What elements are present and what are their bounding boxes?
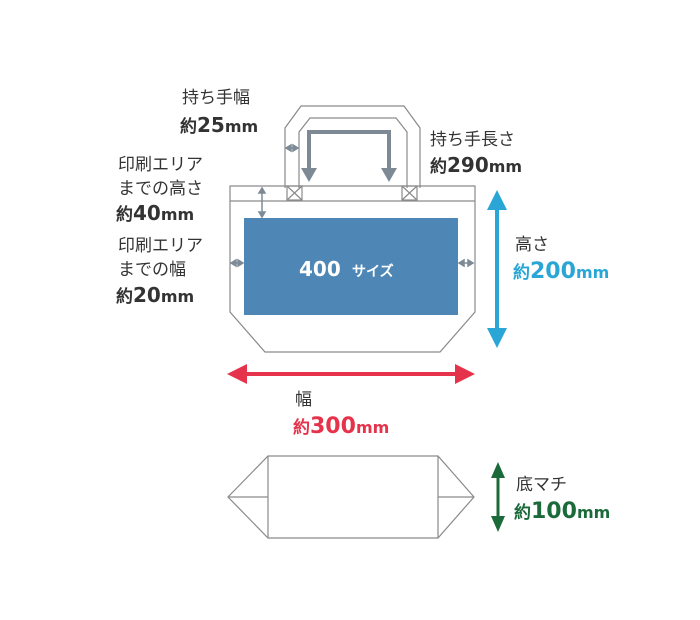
print-top-margin-label-2: までの高さ — [118, 179, 203, 199]
gusset-label: 底マチ — [516, 475, 567, 495]
print-top-margin-value: 約40mm — [116, 201, 194, 225]
handle-inner — [298, 117, 408, 188]
gray-markers — [229, 143, 475, 268]
print-top-margin-label-1: 印刷エリア — [118, 155, 203, 175]
print-side-margin-label-1: 印刷エリア — [118, 236, 203, 256]
handle-width-value: 約25mm — [180, 113, 258, 137]
handle-width-label: 持ち手幅 — [182, 88, 250, 108]
width-value: 約300mm — [293, 414, 389, 439]
print-area-size-suffix: サイズ — [352, 263, 394, 280]
width-arrow — [227, 364, 475, 384]
height-value: 約200mm — [513, 259, 609, 284]
bag-front-view — [229, 105, 476, 353]
handle-length-value: 約290mm — [430, 153, 522, 177]
print-side-margin-value: 約20mm — [116, 283, 194, 307]
handle-outer — [284, 105, 421, 188]
bag-bottom-view — [227, 455, 475, 539]
height-label: 高さ — [515, 235, 549, 255]
width-label: 幅 — [295, 390, 312, 410]
gusset-value: 約100mm — [514, 499, 610, 524]
print-side-margin-label-2: までの幅 — [118, 260, 186, 280]
height-arrow — [487, 190, 507, 348]
print-area — [244, 218, 458, 315]
handle-length-arrow — [301, 130, 397, 182]
handle-length-label: 持ち手長さ — [430, 130, 515, 150]
print-area-size-number: 400 — [299, 257, 341, 281]
bag-body — [229, 185, 476, 353]
gusset-arrow — [491, 462, 505, 532]
